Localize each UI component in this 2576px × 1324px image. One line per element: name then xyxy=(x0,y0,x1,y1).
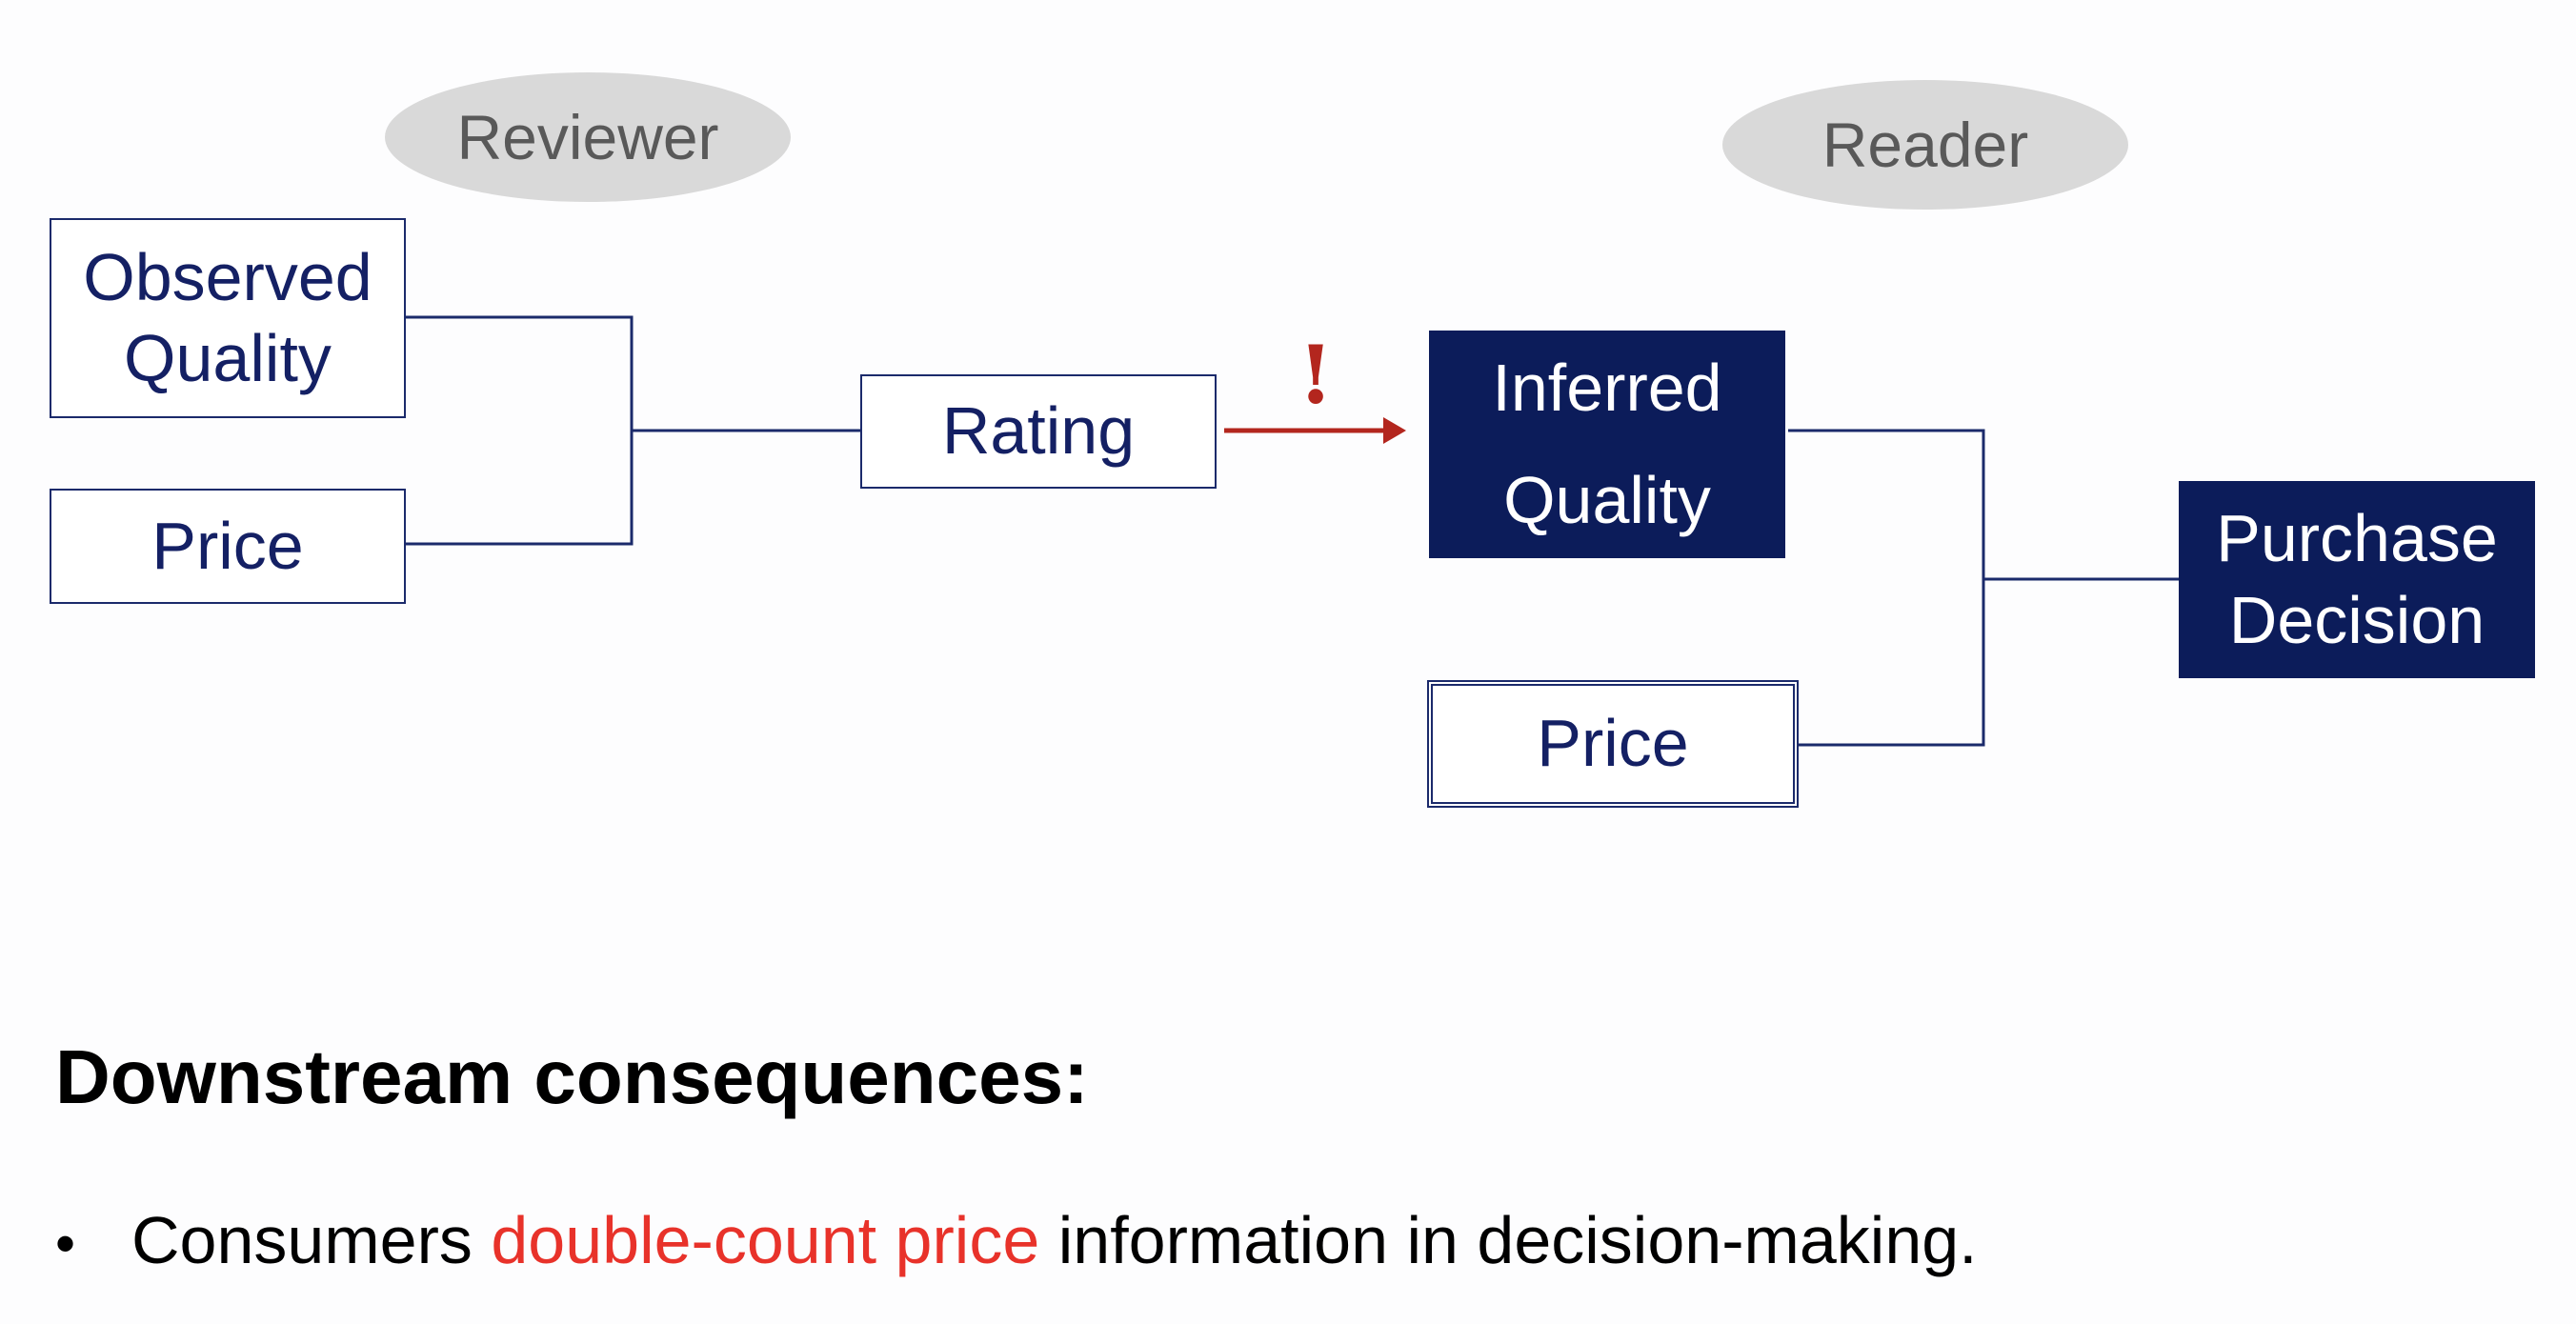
purchase-decision-box: Purchase Decision xyxy=(2179,481,2535,678)
bullet-suffix: information in decision-making. xyxy=(1039,1203,1978,1277)
reader-price-box: Price xyxy=(1427,680,1799,808)
connector-inferred-quality xyxy=(1788,429,1985,579)
reviewer-role-label: Reviewer xyxy=(385,72,791,202)
connector-reviewer-price xyxy=(406,431,634,546)
consequence-bullet: • Consumers double-count price informati… xyxy=(55,1202,1978,1278)
reader-role-label: Reader xyxy=(1722,80,2128,210)
warning-mark-text: ! xyxy=(1298,328,1334,422)
bullet-prefix: Consumers xyxy=(131,1203,492,1277)
warning-exclamation-icon: ! xyxy=(1292,335,1339,415)
rating-box: Rating xyxy=(860,374,1217,489)
reviewer-price-label: Price xyxy=(151,508,304,583)
observed-quality-box: Observed Quality xyxy=(50,218,406,418)
reviewer-price-box: Price xyxy=(50,489,406,604)
observed-quality-label: Observed Quality xyxy=(83,239,372,395)
reviewer-role-text: Reviewer xyxy=(456,102,719,172)
consequences-heading: Downstream consequences: xyxy=(55,1034,1089,1119)
bullet-highlight: double-count price xyxy=(491,1203,1040,1277)
inferred-quality-box: Inferred Quality xyxy=(1429,331,1785,558)
reader-role-text: Reader xyxy=(1821,110,2029,180)
connector-reader-price xyxy=(1797,579,1985,747)
purchase-decision-label: Purchase Decision xyxy=(2216,501,2498,657)
rating-arrowhead xyxy=(1383,417,1406,444)
inferred-quality-label: Inferred Quality xyxy=(1492,350,1722,537)
rating-label: Rating xyxy=(941,393,1136,469)
reader-price-label: Price xyxy=(1537,706,1689,781)
connector-observed-quality xyxy=(406,315,634,431)
bullet-dot-icon: • xyxy=(55,1212,76,1275)
